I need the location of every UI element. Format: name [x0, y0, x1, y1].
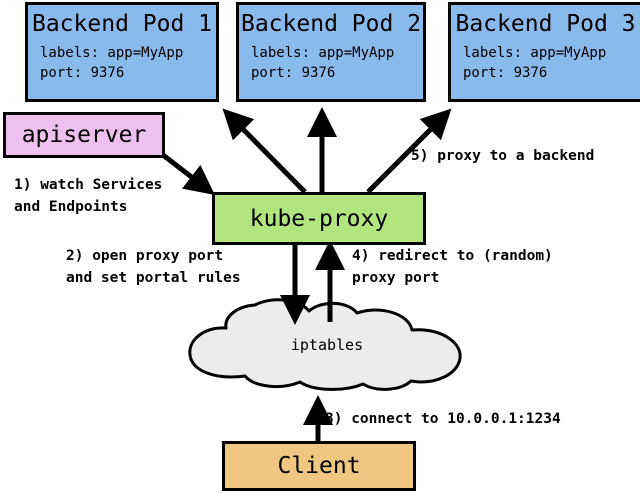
backend-pod-1-port: port: 9376: [40, 65, 125, 81]
backend-pod-2-port: port: 9376: [251, 65, 336, 81]
iptables-title: iptables: [290, 336, 364, 354]
client-title: Client: [277, 453, 361, 479]
arrow-kubeproxy-to-pod1: [222, 108, 307, 194]
backend-pod-2-node[interactable]: Backend Pod 2 labels: app=MyApp port: 93…: [236, 2, 426, 102]
backend-pod-1-title: Backend Pod 1: [31, 11, 212, 37]
step-2-label: 2) open proxy port and set portal rules: [66, 248, 241, 286]
apiserver-title: apiserver: [21, 122, 147, 148]
backend-pod-3-labels: labels: app=MyApp: [463, 45, 607, 61]
backend-pod-1-node[interactable]: Backend Pod 1 labels: app=MyApp port: 93…: [25, 2, 219, 102]
arrow-kubeproxy-to-pod3: [366, 108, 452, 194]
iptables-cloud-shape: [188, 298, 462, 391]
iptables-node[interactable]: iptables: [182, 300, 472, 390]
backend-pod-3-title: Backend Pod 3: [455, 11, 636, 37]
backend-pod-3-node[interactable]: Backend Pod 3 labels: app=MyApp port: 93…: [448, 2, 640, 102]
step-3-label: 3) connect to 10.0.0.1:1234: [325, 411, 561, 427]
step-1-label: 1) watch Services and Endpoints: [14, 177, 163, 215]
client-node[interactable]: Client: [222, 441, 416, 491]
step-4-label: 4) redirect to (random) proxy port: [352, 248, 553, 286]
kube-proxy-node[interactable]: kube-proxy: [212, 192, 426, 245]
step-5-label: 5) proxy to a backend: [411, 148, 595, 164]
apiserver-node[interactable]: apiserver: [3, 112, 165, 158]
arrow-apiserver-to-kubeproxy: [161, 153, 215, 196]
kube-proxy-title: kube-proxy: [249, 205, 389, 232]
backend-pod-1-labels: labels: app=MyApp: [40, 45, 184, 61]
backend-pod-2-labels: labels: app=MyApp: [251, 45, 395, 61]
backend-pod-2-title: Backend Pod 2: [240, 11, 421, 37]
backend-pod-3-port: port: 9376: [463, 65, 548, 81]
